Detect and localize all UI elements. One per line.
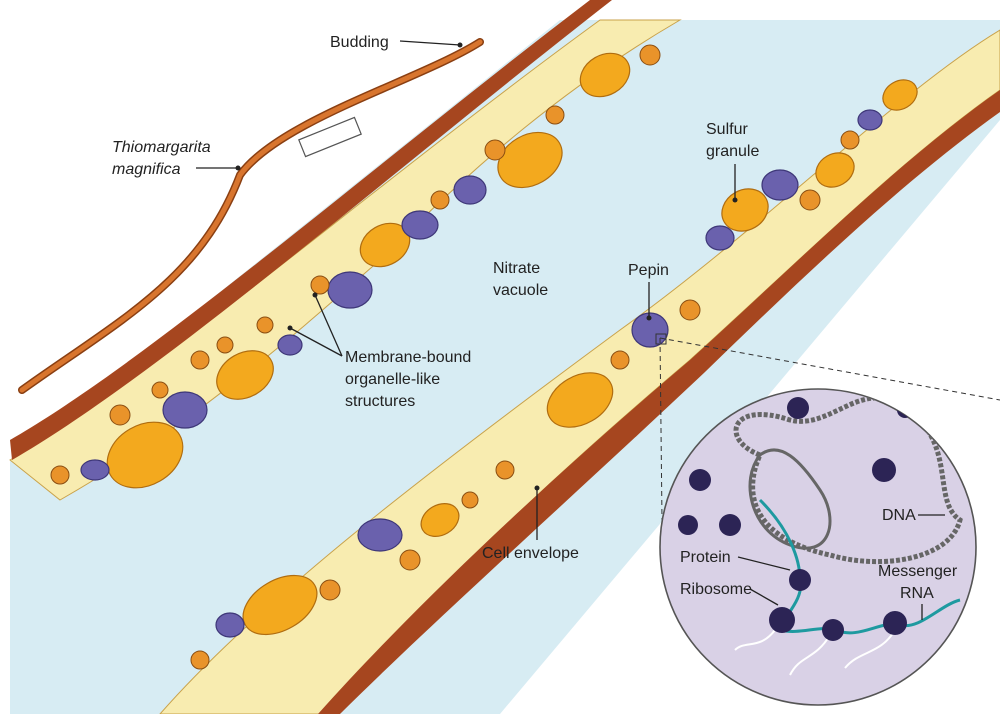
upper-envelope [10, 0, 612, 460]
pepin-granules [80, 109, 883, 638]
label-organelles: Membrane-bound [345, 349, 471, 366]
molecular-inset [655, 333, 1000, 706]
sulfur-granules [106, 52, 918, 636]
labels: Budding Thiomargarita magnifica Sulfur g… [112, 34, 958, 620]
lower-envelope [318, 90, 1000, 714]
label-organelles-3: structures [345, 393, 415, 410]
label-cell-envelope: Cell envelope [482, 545, 579, 562]
label-protein: Protein [680, 549, 731, 566]
ribosomes [678, 397, 913, 641]
label-nitrate-vacuole-2: vacuole [493, 282, 548, 299]
organelle-structures [50, 44, 860, 670]
label-mrna-2: RNA [900, 585, 934, 602]
label-ribosome: Ribosome [680, 581, 752, 598]
label-sulfur-granule-2: granule [706, 143, 759, 160]
organism-filament [18, 38, 484, 394]
cell-section [9, 0, 1000, 714]
label-sulfur-granule: Sulfur [706, 121, 748, 138]
label-mrna: Messenger [878, 563, 958, 580]
label-pepin: Pepin [628, 262, 669, 279]
dna-strand [733, 395, 963, 565]
zoom-box [298, 116, 362, 158]
label-organism: Thiomargarita [112, 139, 211, 156]
label-organism-2: magnifica [112, 161, 181, 178]
label-budding: Budding [330, 34, 389, 51]
label-dna: DNA [882, 507, 916, 524]
label-nitrate-vacuole: Nitrate [493, 260, 540, 277]
label-organelles-2: organelle-like [345, 371, 440, 388]
